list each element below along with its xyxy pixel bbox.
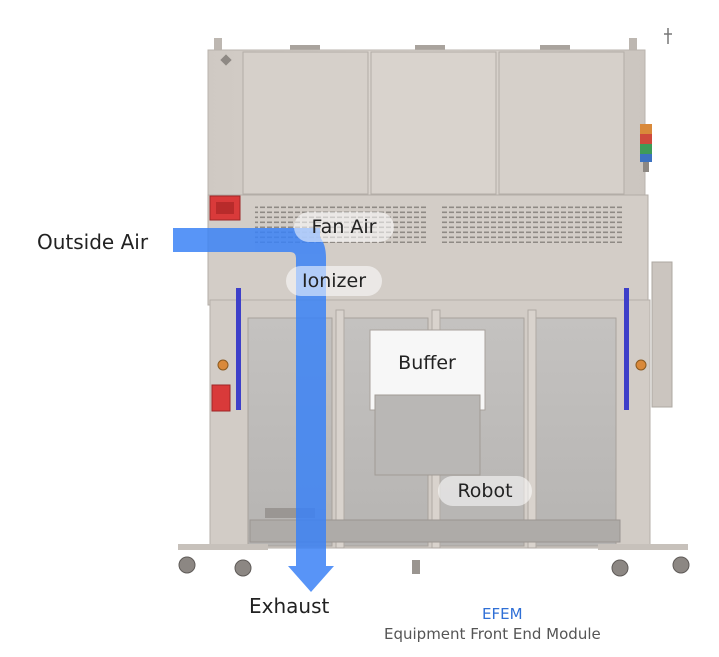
exhaust-arrow-head <box>288 566 334 592</box>
fan-air-label: Fan Air <box>294 212 394 242</box>
casters <box>178 544 690 577</box>
exhaust-label: Exhaust <box>249 594 330 618</box>
side-rails <box>211 261 673 412</box>
caption-subtitle: Equipment Front End Module <box>384 625 601 643</box>
lower-frame <box>209 299 651 549</box>
buffer-label: Buffer <box>398 352 456 374</box>
airflow-path <box>173 228 334 592</box>
robot-label: Robot <box>438 476 532 506</box>
airflow-arrow <box>173 228 320 252</box>
outside-air-label: Outside Air <box>37 230 149 254</box>
caption-title: EFEM <box>482 605 523 623</box>
ionizer-label: Ionizer <box>286 266 382 296</box>
upper-cabinet <box>207 49 646 196</box>
top-hardware <box>214 28 672 52</box>
signal-tower <box>640 124 652 172</box>
